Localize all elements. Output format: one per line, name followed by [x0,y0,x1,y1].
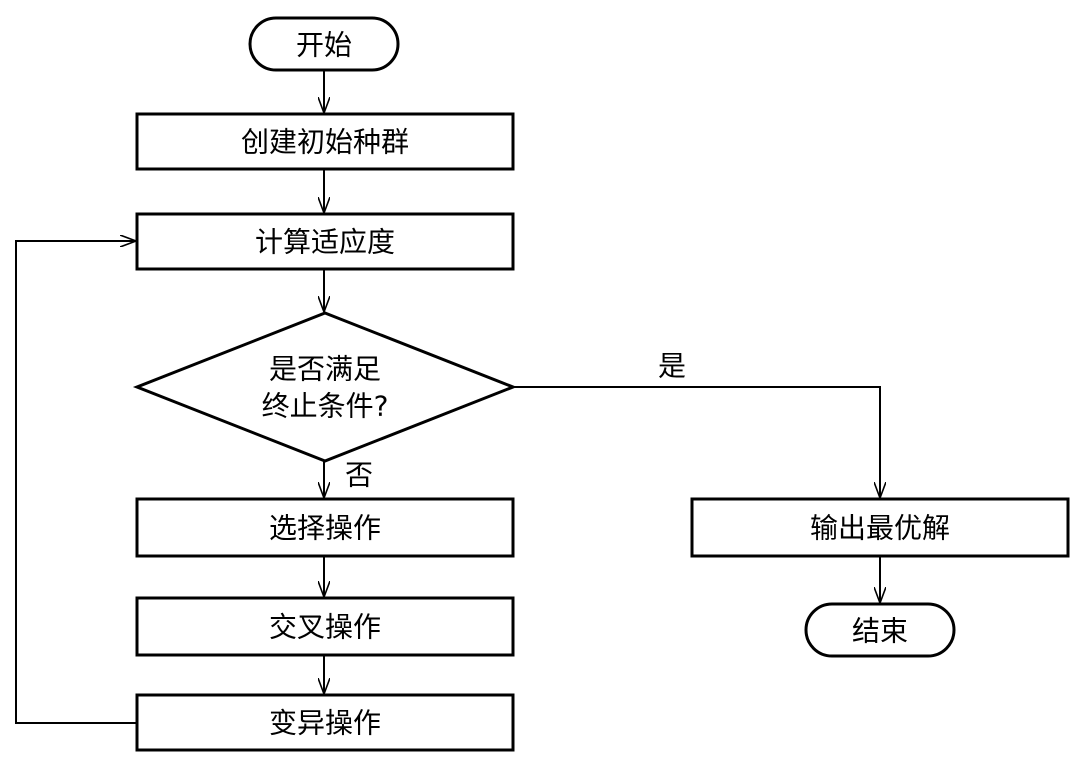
decision-label-line2: 终止条件? [262,390,389,423]
start-label: 开始 [296,29,352,62]
selection-label: 选择操作 [269,512,381,545]
end-terminal [804,602,956,658]
init-population-box [135,112,515,171]
output-best-label: 输出最优解 [810,512,950,545]
no-branch-label: 否 [345,459,373,492]
arrow-loop-back-to-fitness [15,241,137,724]
crossover-label: 交叉操作 [269,611,381,644]
end-label: 结束 [852,615,908,648]
fitness-label: 计算适应度 [255,226,395,259]
init-population-label: 创建初始种群 [241,126,409,159]
selection-box [135,497,515,558]
mutation-box [135,693,515,752]
crossover-box [135,596,515,657]
mutation-label: 变异操作 [269,707,381,740]
decision-label-line1: 是否满足 [269,353,381,386]
arrow-decision-yes [513,386,880,497]
yes-branch-label: 是 [658,350,686,383]
termination-decision [132,311,518,463]
